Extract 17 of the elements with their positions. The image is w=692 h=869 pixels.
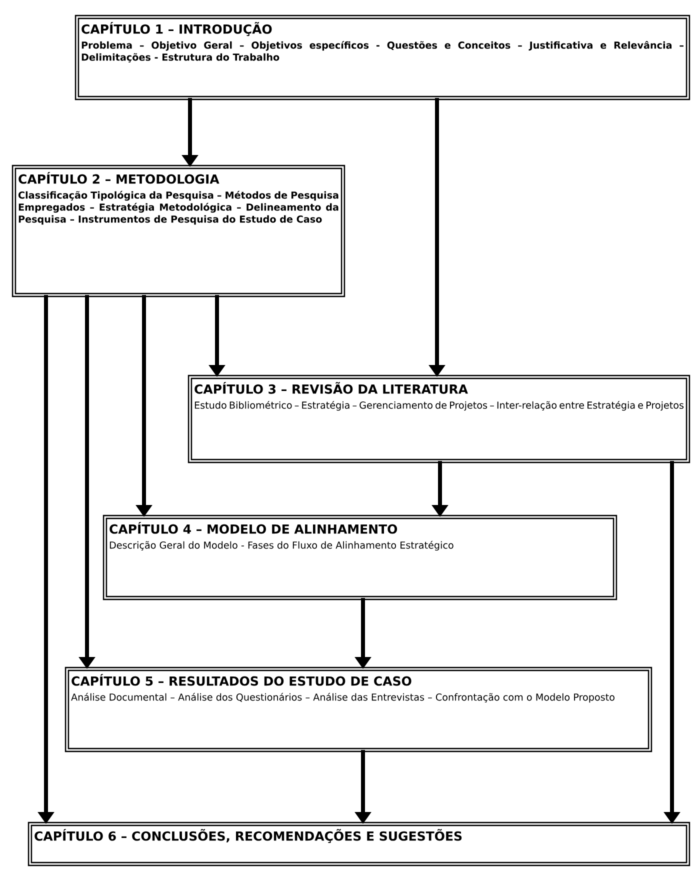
chapter-box [188,374,690,464]
chapter-summary: Análise Documental – Análise dos Questionários – Análise das Entrevistas – Confrontação com o Modelo Proposto [71,692,614,703]
chapter-title: CAPÍTULO 4 – MODELO DE ALINHAMENTO [110,522,398,534]
chapter-box [12,164,346,298]
chapter-title: CAPÍTULO 3 – REVISÃO DA LITERATURA [194,382,468,394]
chapter-summary: Descrição Geral do Modelo - Fases do Fluxo de Alinhamento Estratégico [110,540,454,551]
chapter-summary: Classificação Tipológica da Pesquisa – Métodos de Pesquisa Empregados – Estratégia Metodológica – Delineamento da Pesquisa – Instrumentos de Pesquisa do Estudo de Caso [18,190,338,225]
chapter-box [64,666,652,752]
chapter-box [28,822,690,866]
chapter-box [74,14,690,100]
chapter-title: CAPÍTULO 2 – METODOLOGIA [18,172,220,184]
chapter-summary: Estudo Bibliométrico – Estratégia – Gerenciamento de Projetos – Inter-relação entre Estratégia e Projetos [194,400,684,411]
chapter-title: CAPÍTULO 5 – RESULTADOS DO ESTUDO DE CASO [72,674,412,686]
chapter-summary: Problema – Objetivo Geral – Objetivos específicos - Questões e Conceitos – Justificativa e Relevância – Delimitações - Estrutura do Trabalho [82,40,684,63]
chapter-box [102,514,618,600]
chapter-title: CAPÍTULO 6 – CONCLUSÕES, RECOMENDAÇÕES E SUGESTÕES [34,829,462,844]
chapter-title: CAPÍTULO 1 – INTRODUÇÃO [82,22,272,36]
